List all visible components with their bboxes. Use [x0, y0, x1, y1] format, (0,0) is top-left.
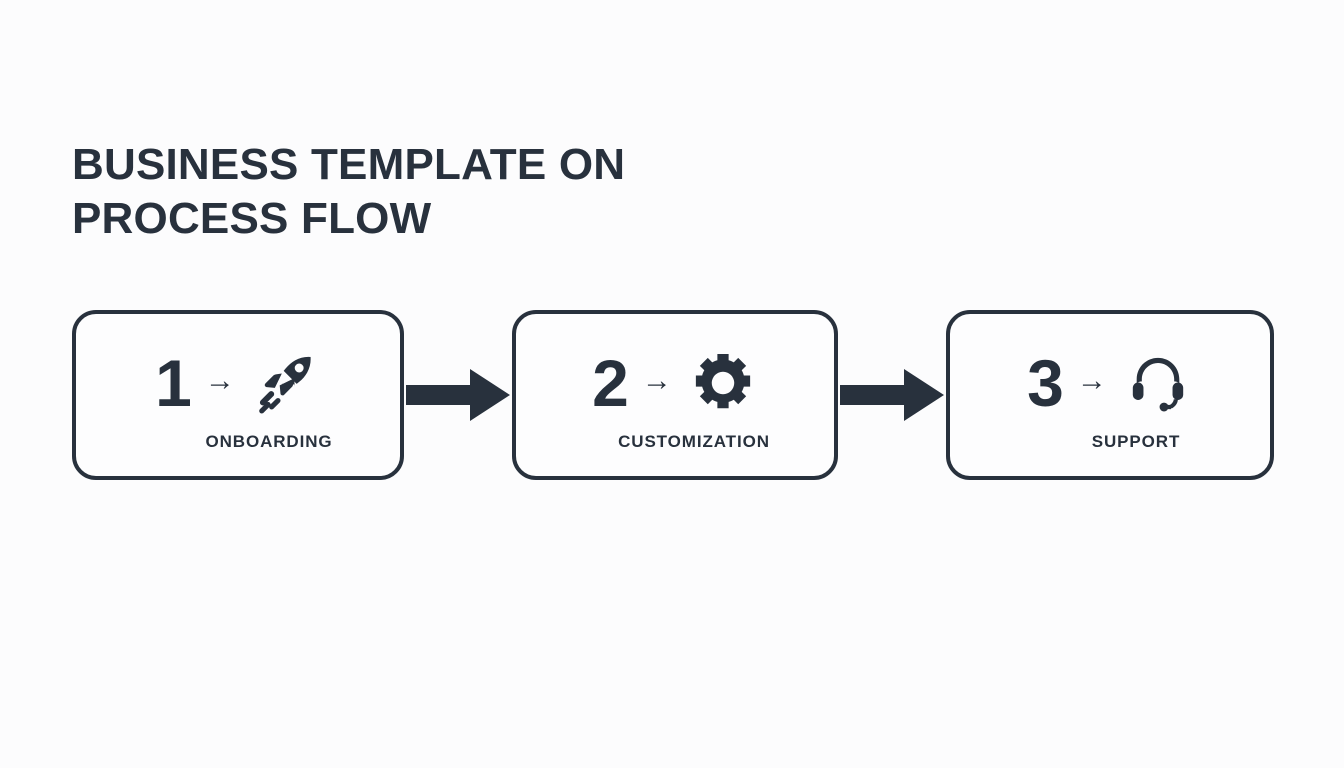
step-2-label: CUSTOMIZATION	[618, 432, 770, 451]
process-flow-row: 1 → ONBO	[72, 310, 1274, 480]
step-3-header: 3 →	[950, 342, 1270, 424]
page-title: BUSINESS TEMPLATE ON PROCESS FLOW	[72, 140, 626, 243]
step-3-number: 3	[1027, 346, 1064, 420]
step-1-label: ONBOARDING	[205, 432, 333, 451]
process-step-card-2[interactable]: 2 → CUSTOMIZATION	[512, 310, 838, 480]
step-1-header: 1 →	[76, 342, 400, 424]
step-3-label: SUPPORT	[1091, 432, 1181, 451]
arrow-right-icon: →	[1076, 364, 1107, 397]
headset-icon	[1123, 348, 1193, 418]
step-1-number: 1	[155, 346, 192, 420]
rocket-icon	[251, 348, 321, 418]
process-step-card-3[interactable]: 3 → SUPP	[946, 310, 1274, 480]
step-2-number: 2	[592, 346, 629, 420]
arrow-right-icon: →	[641, 364, 672, 397]
gear-icon	[688, 348, 758, 418]
step-2-header: 2 →	[516, 342, 834, 424]
block-arrow-right-icon	[406, 369, 510, 421]
connector-arrow-2	[838, 310, 946, 480]
block-arrow-right-icon	[840, 369, 944, 421]
connector-arrow-1	[404, 310, 512, 480]
process-step-card-1[interactable]: 1 → ONBO	[72, 310, 404, 480]
arrow-right-icon: →	[204, 364, 235, 397]
